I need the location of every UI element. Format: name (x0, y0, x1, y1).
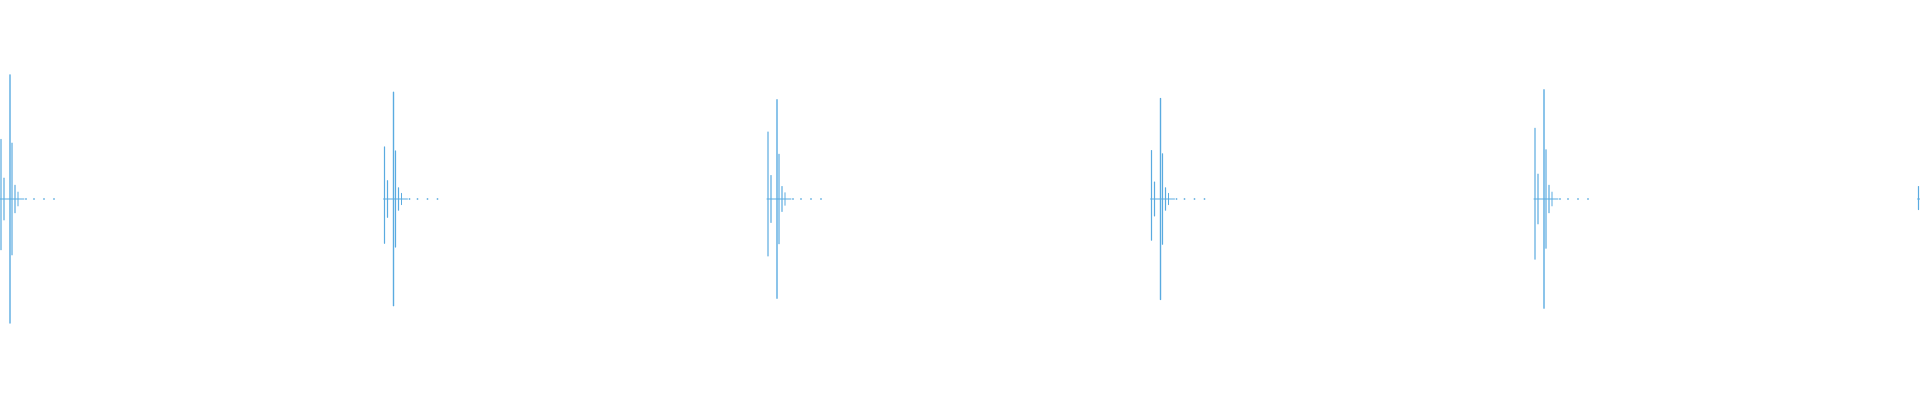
trail-dot (800, 198, 802, 200)
trail-dot (436, 198, 439, 200)
trail-dot (1577, 198, 1579, 200)
trail-dot (1193, 198, 1196, 200)
trail-dot (53, 198, 55, 200)
waveform-pulses (0, 74, 1920, 324)
trail-dot (820, 198, 822, 200)
trail-dot (33, 198, 35, 200)
trail-dot (1203, 198, 1206, 200)
trail-dot (1587, 198, 1589, 200)
trail-dot (792, 198, 794, 200)
trail-dot (810, 198, 812, 200)
trail-dot (1183, 198, 1186, 200)
trail-dot (1559, 198, 1561, 200)
trail-dot (43, 198, 45, 200)
trail-dot (416, 198, 419, 200)
trail-dot (1175, 198, 1178, 200)
trail-dot (408, 198, 411, 200)
trail-dot (426, 198, 429, 200)
trail-dot (1567, 198, 1569, 200)
trail-dot (25, 198, 27, 200)
